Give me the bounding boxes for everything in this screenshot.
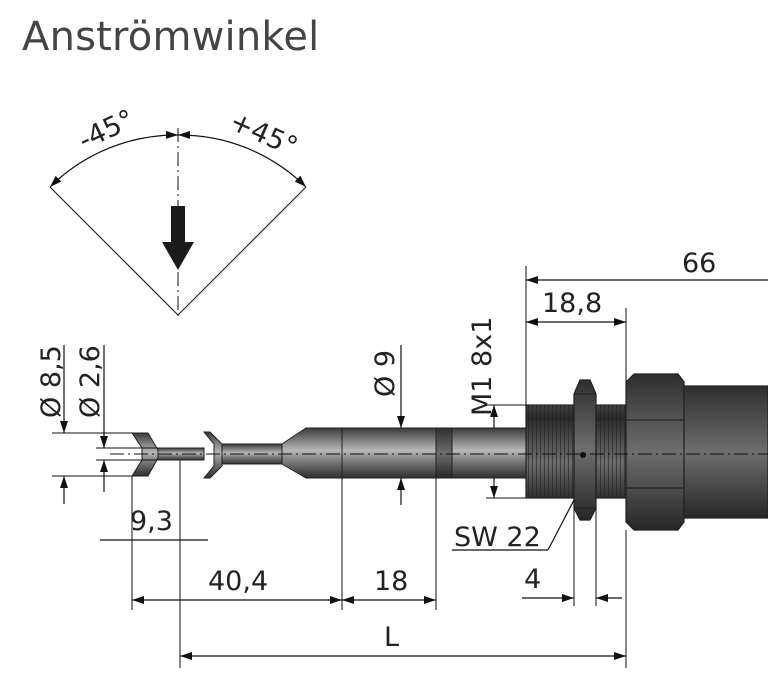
angle-arc-left xyxy=(49,130,179,188)
hex-nut-hole xyxy=(580,452,586,458)
angle-label-right: +45° xyxy=(225,106,302,163)
dim-label-d85: Ø 8,5 xyxy=(36,345,67,418)
dim-label-d26: Ø 2,6 xyxy=(75,345,106,418)
angle-arc-right xyxy=(177,130,307,188)
probe-shaft-extension xyxy=(435,427,453,479)
sector-left-edge xyxy=(49,186,179,316)
probe-thread-section-rear xyxy=(595,404,627,499)
dim-label-d9: Ø 9 xyxy=(370,350,401,397)
dim-label-18: 18 xyxy=(374,566,408,597)
probe-main-shaft xyxy=(341,427,437,479)
housing-body xyxy=(683,385,768,519)
dim-label-404: 40,4 xyxy=(208,566,268,597)
probe-thread-section xyxy=(525,404,575,499)
dimensions: Ø 8,5 Ø 2,6 Ø 9 M1 8x1 66 18,8 9,3 xyxy=(36,248,768,668)
probe-thread-shaft xyxy=(451,427,529,479)
sector-right-edge xyxy=(177,186,307,316)
dim-label-93: 9,3 xyxy=(130,506,173,537)
dim-label-sw22: SW 22 xyxy=(454,522,541,553)
page-title: Anströmwinkel xyxy=(22,14,320,60)
dim-label-L: L xyxy=(384,622,399,653)
probe-body xyxy=(110,373,768,531)
angle-label-left: -45° xyxy=(74,104,139,156)
dim-label-188: 18,8 xyxy=(542,288,602,319)
probe-flange xyxy=(202,431,223,479)
housing-hex xyxy=(625,373,685,531)
hex-nut xyxy=(573,379,597,521)
probe-taper xyxy=(281,427,343,479)
dim-label-4: 4 xyxy=(524,564,541,595)
dim-label-thread: M1 8x1 xyxy=(467,317,498,416)
dim-label-66: 66 xyxy=(682,248,716,279)
inflow-angle-diagram: -45° +45° xyxy=(49,104,307,318)
leader-sw22 xyxy=(547,499,575,551)
flow-direction-arrow-icon xyxy=(162,206,194,270)
